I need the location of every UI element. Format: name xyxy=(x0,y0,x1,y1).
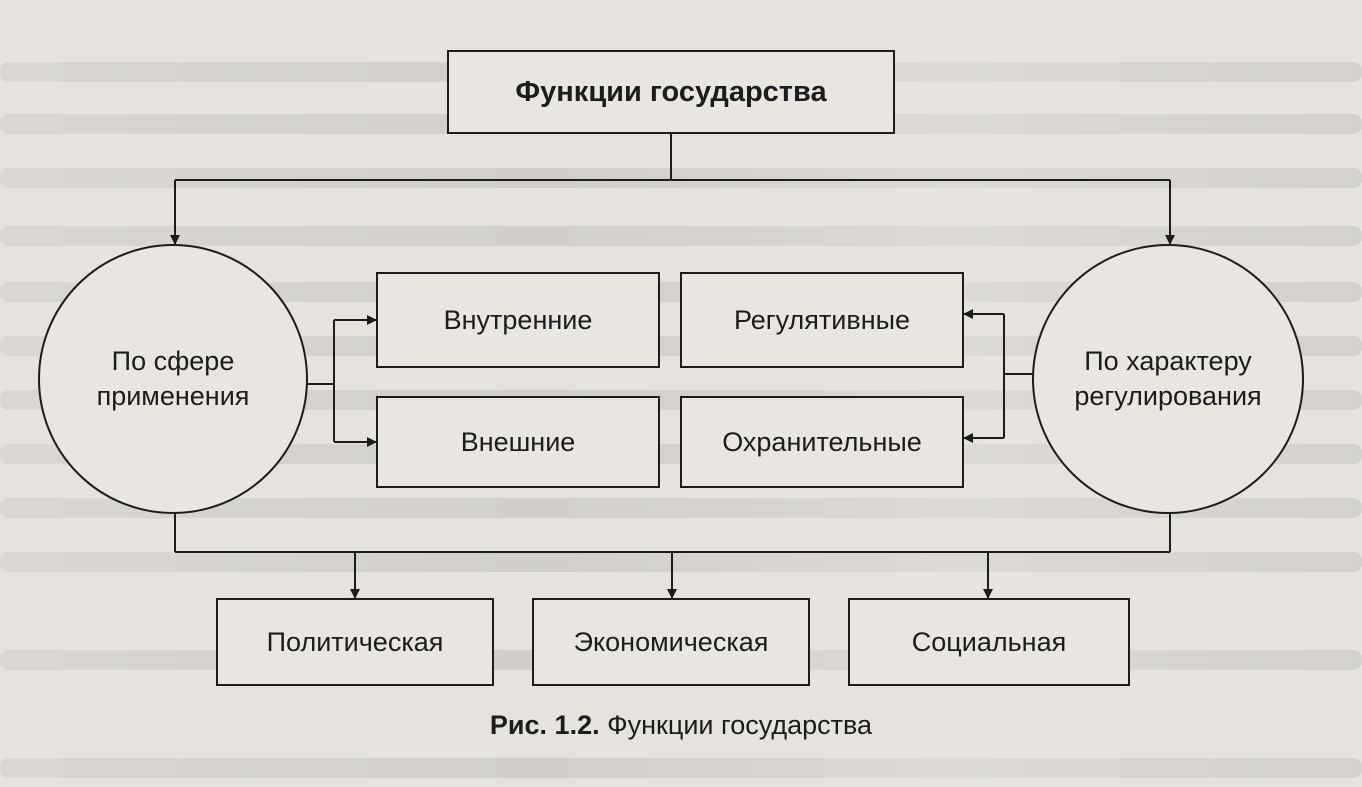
left-circle-line2: применения xyxy=(96,381,250,411)
background-text-bleed xyxy=(0,758,1362,778)
background-text-bleed xyxy=(0,226,1362,246)
external-box: Внешние xyxy=(376,396,660,488)
caption-label: Рис. 1.2. xyxy=(489,710,600,740)
root-label: Функции государства xyxy=(515,75,827,108)
social-label: Социальная xyxy=(911,626,1067,657)
figure-caption: Рис. 1.2. Функции государства xyxy=(0,710,1362,741)
economic-box: Экономическая xyxy=(532,598,810,686)
political-box: Политическая xyxy=(216,598,494,686)
internal-label: Внутренние xyxy=(443,304,593,335)
right-circle-node: По характеру регулирования xyxy=(1032,244,1304,514)
background-text-bleed xyxy=(0,552,1362,572)
regulative-box: Регулятивные xyxy=(680,272,964,368)
right-circle-line2: регулирования xyxy=(1074,381,1262,411)
protective-label: Охранительные xyxy=(722,426,922,457)
protective-box: Охранительные xyxy=(680,396,964,488)
caption-text: Функции государства xyxy=(607,710,873,740)
internal-box: Внутренние xyxy=(376,272,660,368)
external-label: Внешние xyxy=(460,426,576,457)
background-text-bleed xyxy=(0,168,1362,188)
background-text-bleed xyxy=(0,498,1362,518)
right-circle-line1: По характеру xyxy=(1084,345,1252,376)
root-node: Функции государства xyxy=(447,50,895,134)
left-circle-line1: По сфере xyxy=(111,345,235,376)
political-label: Политическая xyxy=(266,626,444,657)
social-box: Социальная xyxy=(848,598,1130,686)
left-circle-node: По сфере применения xyxy=(38,244,308,514)
economic-label: Экономическая xyxy=(573,626,769,657)
regulative-label: Регулятивные xyxy=(733,304,911,335)
